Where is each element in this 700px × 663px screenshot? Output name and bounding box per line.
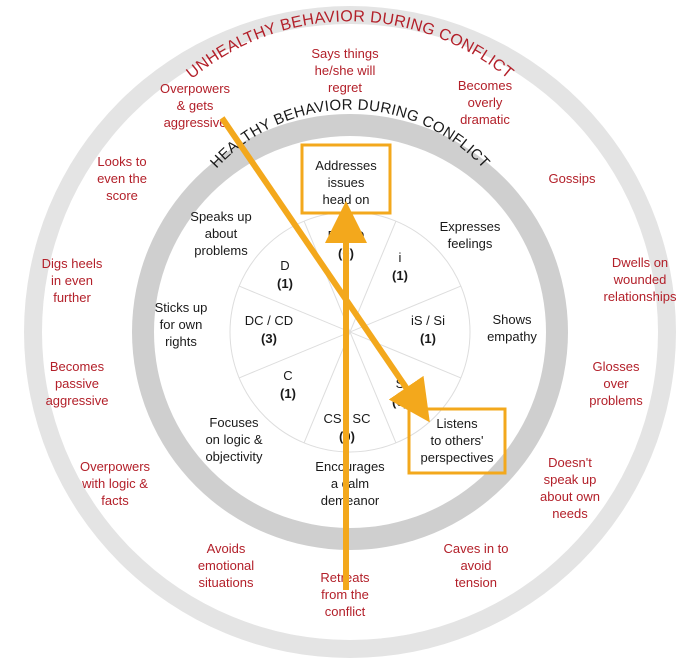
- segment-c-count: (1): [280, 386, 296, 401]
- unhealthy-gossips: Gossips: [549, 171, 596, 186]
- segment-dc-cd-label: DC / CD: [245, 313, 293, 328]
- segment-s-count: (0): [392, 394, 408, 409]
- highlight-box-listens: [407, 407, 507, 475]
- segment-is-si-label: iS / Si: [411, 313, 445, 328]
- segment-c-label: C: [283, 368, 292, 383]
- segment-i-label: i: [399, 250, 402, 265]
- segment-d-label: D: [280, 258, 289, 273]
- segment-is-si-count: (1): [420, 331, 436, 346]
- segment-d-count: (1): [277, 276, 293, 291]
- segment-i-count: (1): [392, 268, 408, 283]
- arrow-overpowers-to-listens: [219, 116, 430, 423]
- segment-dc-cd-count: (3): [261, 331, 277, 346]
